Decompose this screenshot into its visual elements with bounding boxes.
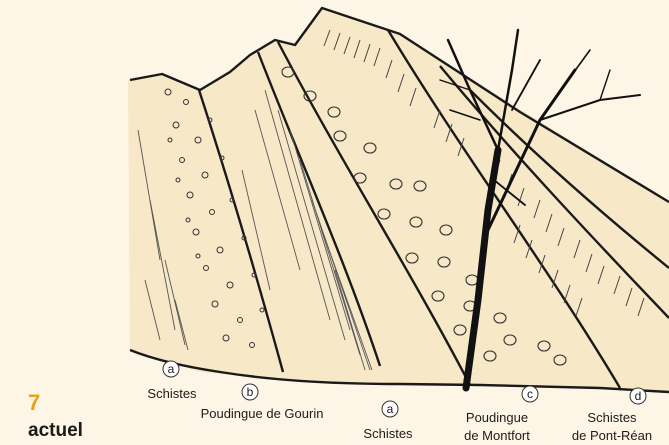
- marker-b: b: [242, 384, 258, 400]
- svg-text:a: a: [387, 402, 394, 416]
- label-poudingue-montfort-2: de Montfort: [464, 428, 530, 443]
- figure-number: 7: [28, 390, 40, 415]
- label-schistes-pont-rean-2: de Pont-Réan: [572, 428, 652, 443]
- marker-d: d: [630, 388, 646, 404]
- label-schistes-pont-rean-1: Schistes: [587, 410, 637, 425]
- marker-a-central: a: [382, 401, 398, 417]
- label-schistes-central: Schistes: [363, 426, 413, 441]
- svg-text:d: d: [635, 389, 642, 403]
- label-poudingue-gourin: Poudingue de Gourin: [201, 406, 324, 421]
- svg-text:c: c: [527, 387, 533, 401]
- marker-a-west: a: [163, 361, 179, 377]
- label-schistes-west: Schistes: [147, 386, 197, 401]
- svg-text:a: a: [168, 362, 175, 376]
- figure-caption: actuel: [28, 420, 83, 441]
- marker-c: c: [522, 386, 538, 402]
- svg-text:b: b: [247, 385, 254, 399]
- label-poudingue-montfort-1: Poudingue: [466, 410, 528, 425]
- unit-labels: Schistes Poudingue de Gourin Schistes Po…: [147, 386, 652, 443]
